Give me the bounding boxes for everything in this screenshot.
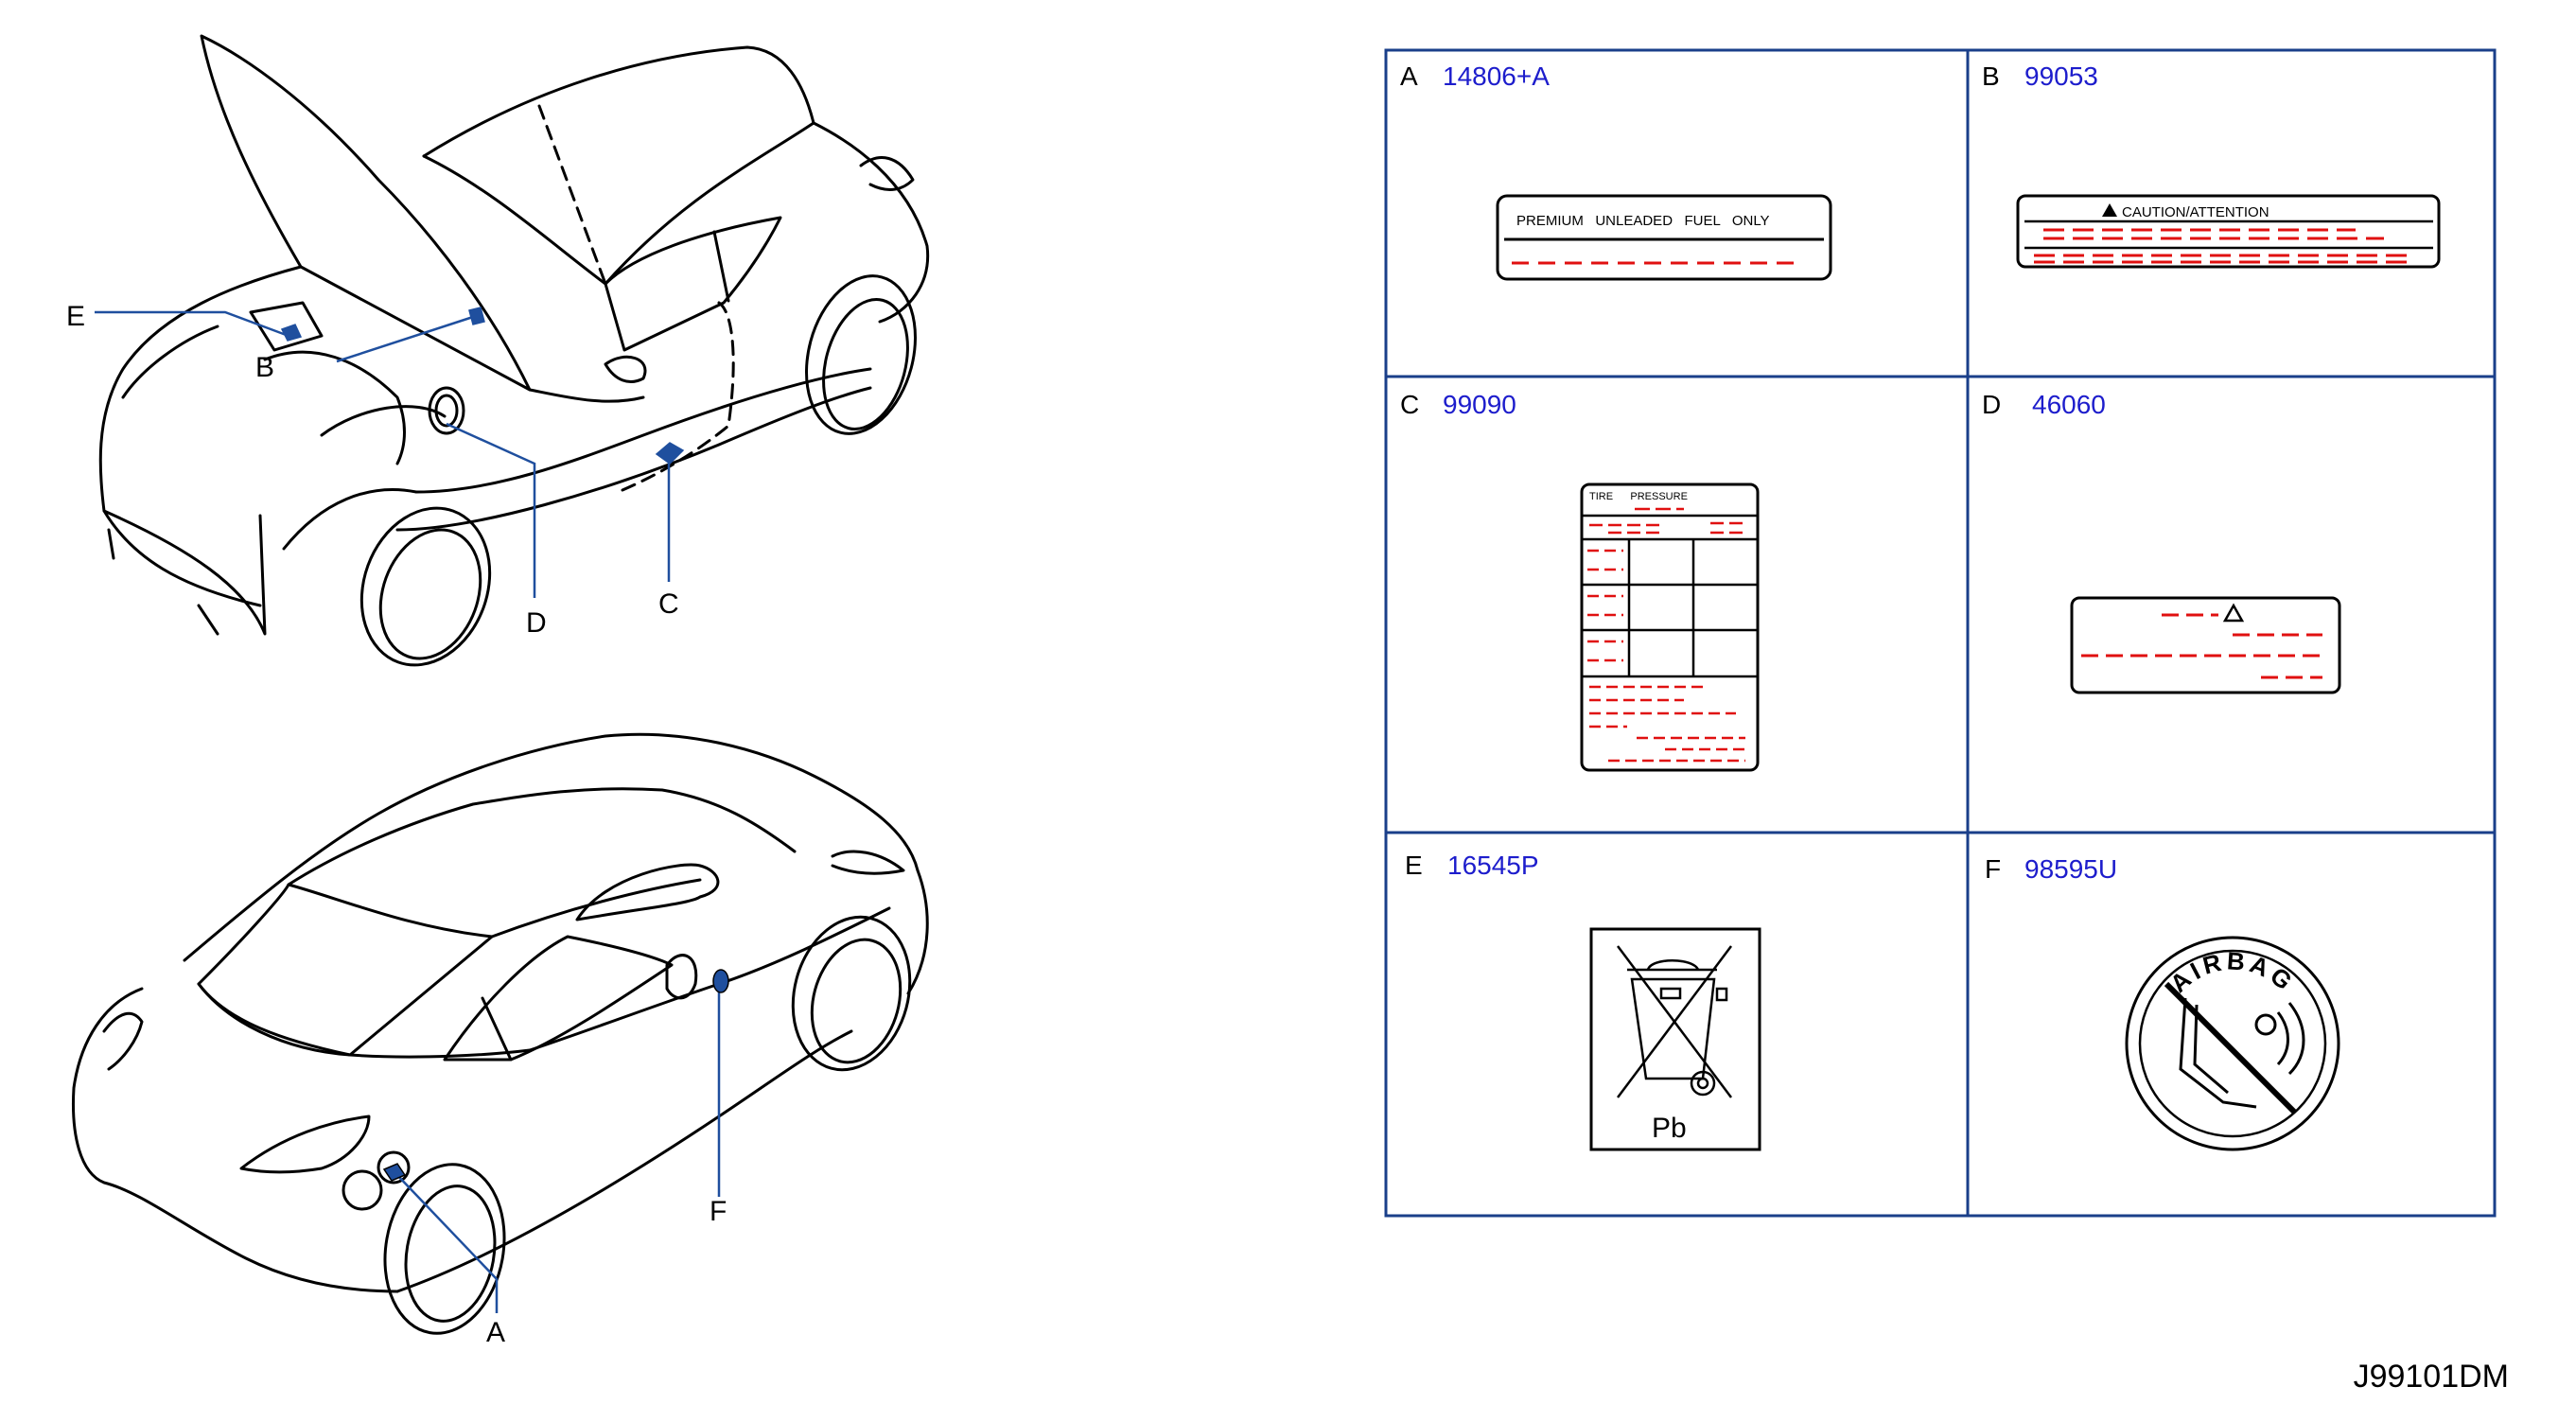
panel-d-part-number: 46060 [2032, 390, 2106, 419]
panel-d-letter: D [1982, 390, 2001, 419]
label-f-airbag: AIRBAG [2125, 936, 2340, 1151]
panel-f-letter: F [1985, 854, 2001, 884]
label-a-text: PREMIUM UNLEADED FUEL ONLY [1516, 213, 1770, 229]
callout-d-top: D [526, 607, 547, 639]
bottom-car-callouts [394, 984, 721, 1313]
top-car-callouts [95, 310, 671, 598]
callout-b-top: B [255, 352, 274, 383]
panel-e-part-number: 16545P [1447, 851, 1539, 880]
label-e-recycling: Pb [1589, 927, 1761, 1151]
panel-a-part-number: 14806+A [1443, 61, 1550, 91]
label-d-warning [2070, 596, 2341, 694]
bottom-label-markers [382, 969, 729, 1182]
panel-headers: A 14806+A B 99053 C 99090 D 46060 E 1654… [1400, 61, 2117, 884]
label-e-text: Pb [1652, 1113, 1687, 1144]
callout-a-bottom: A [486, 1317, 505, 1348]
label-markers [280, 307, 685, 465]
label-b-text: CAUTION/ATTENTION [2122, 204, 2269, 220]
child-seat-icon [2164, 981, 2305, 1114]
panel-c-letter: C [1400, 390, 1419, 419]
label-b-caution: CAUTION/ATTENTION [2016, 194, 2441, 269]
crossed-bin-icon [1617, 945, 1732, 1098]
label-a-fuel: PREMIUM UNLEADED FUEL ONLY [1496, 194, 1832, 281]
label-table [1384, 48, 2497, 1218]
label-c-tire-pressure: TIRE PRESSURE [1580, 483, 1760, 772]
bottom-car-drawing [72, 732, 929, 1335]
callout-f-bottom: F [710, 1196, 727, 1227]
drawing-code: J99101DM [2354, 1359, 2509, 1395]
panel-a-letter: A [1400, 61, 1418, 91]
label-c-text: TIRE PRESSURE [1589, 491, 1688, 502]
top-car-drawing [98, 34, 930, 667]
callout-e-top: E [66, 301, 85, 332]
panel-b-part-number: 99053 [2024, 61, 2098, 91]
warning-triangle-icon [2222, 603, 2245, 623]
panel-b-letter: B [1982, 61, 2000, 91]
panel-f-part-number: 98595U [2024, 854, 2117, 884]
callout-c-top: C [658, 588, 679, 620]
panel-e-letter: E [1405, 851, 1423, 880]
panel-c-part-number: 99090 [1443, 390, 1516, 419]
warning-triangle-icon [2102, 203, 2117, 217]
